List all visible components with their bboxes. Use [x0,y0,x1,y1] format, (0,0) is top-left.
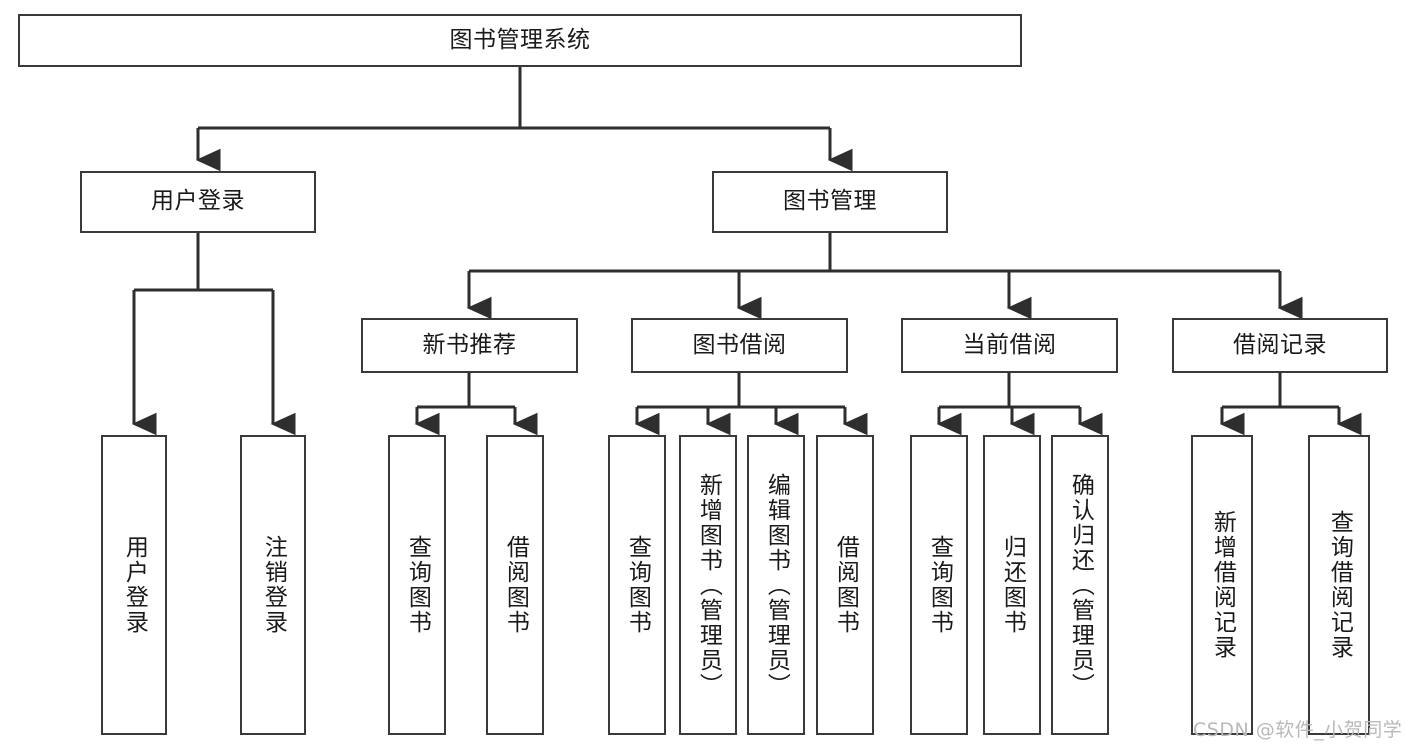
node-leaf-user-login-label: 用户登录 [121,535,148,635]
node-leaf-query-book-1[interactable]: 查询图书 [388,435,446,735]
node-leaf-logout-login-label: 注销登录 [260,535,287,635]
node-leaf-return-book[interactable]: 归还图书 [983,435,1041,735]
node-leaf-query-record[interactable]: 查询借阅记录 [1308,435,1370,735]
node-leaf-add-book-label: 新增图书（管理员） [695,472,722,698]
node-leaf-borrow-book-1-label: 借阅图书 [502,535,529,635]
node-leaf-borrow-book-2[interactable]: 借阅图书 [816,435,874,735]
node-leaf-user-login[interactable]: 用户登录 [101,435,167,735]
node-leaf-query-book-3-label: 查询图书 [926,535,953,635]
node-leaf-add-record-label: 新增借阅记录 [1209,510,1236,660]
node-new-book-recommend-label: 新书推荐 [422,331,517,358]
node-current-borrow[interactable]: 当前借阅 [901,318,1118,373]
node-book-manage-label: 图书管理 [783,188,877,215]
node-borrow-record-label: 借阅记录 [1233,331,1327,358]
node-borrow-record[interactable]: 借阅记录 [1172,318,1388,373]
node-leaf-add-record[interactable]: 新增借阅记录 [1191,435,1253,735]
node-leaf-borrow-book-2-label: 借阅图书 [832,535,859,635]
node-leaf-logout-login[interactable]: 注销登录 [240,435,306,735]
node-leaf-add-book[interactable]: 新增图书（管理员） [679,435,737,735]
node-user-login[interactable]: 用户登录 [80,171,316,233]
node-leaf-query-record-label: 查询借阅记录 [1326,510,1353,660]
node-book-borrow-label: 图书借阅 [692,331,787,358]
node-leaf-return-book-label: 归还图书 [999,535,1026,635]
node-root-label: 图书管理系统 [449,26,591,53]
node-current-borrow-label: 当前借阅 [962,331,1057,358]
node-book-borrow[interactable]: 图书借阅 [631,318,848,373]
node-leaf-confirm-return-label: 确认归还（管理员） [1067,472,1094,698]
node-user-login-label: 用户登录 [151,188,245,215]
node-leaf-confirm-return[interactable]: 确认归还（管理员） [1051,435,1109,735]
node-leaf-query-book-2-label: 查询图书 [624,535,651,635]
node-root[interactable]: 图书管理系统 [18,14,1022,67]
node-leaf-edit-book[interactable]: 编辑图书（管理员） [747,435,805,735]
csdn-watermark: CSDN @软件_小贺同学 [1193,719,1403,741]
node-leaf-query-book-2[interactable]: 查询图书 [608,435,666,735]
node-leaf-borrow-book-1[interactable]: 借阅图书 [486,435,544,735]
node-book-manage[interactable]: 图书管理 [712,171,948,233]
node-new-book-recommend[interactable]: 新书推荐 [361,318,578,373]
node-leaf-query-book-1-label: 查询图书 [404,535,431,635]
node-leaf-edit-book-label: 编辑图书（管理员） [763,472,790,698]
node-leaf-query-book-3[interactable]: 查询图书 [910,435,968,735]
